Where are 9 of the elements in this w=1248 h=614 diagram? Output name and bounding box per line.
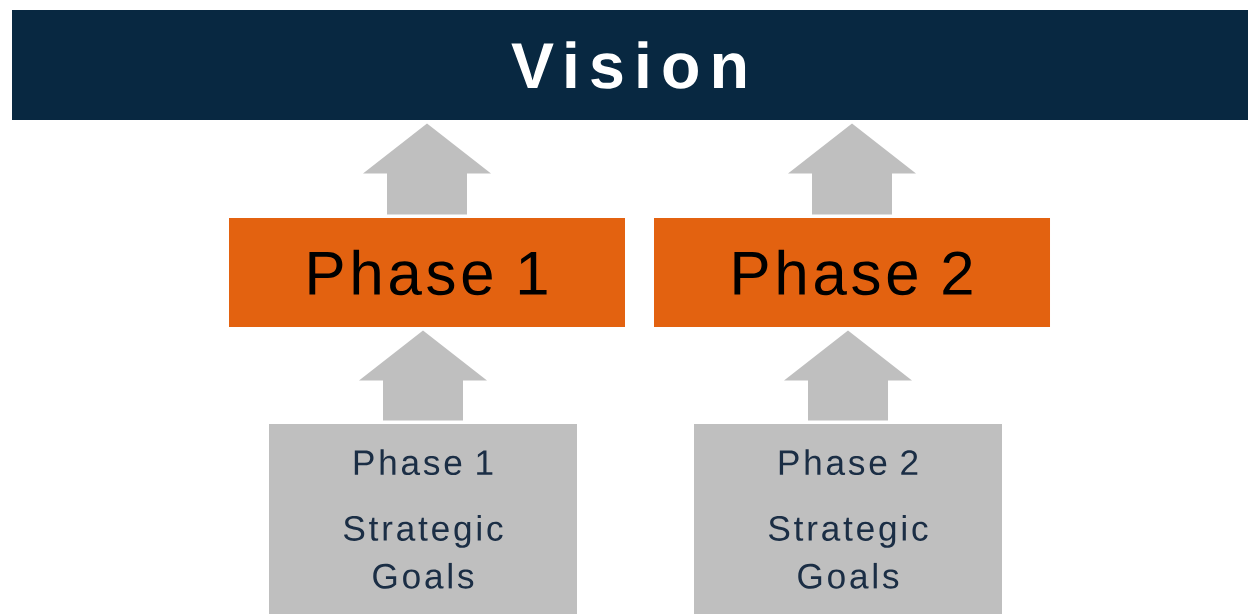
phase-box: Phase 2 (654, 218, 1050, 327)
goal-box: Phase 2 Strategic Goals (694, 424, 1002, 614)
block-arrow (784, 330, 912, 421)
phase-box: Phase 1 (229, 218, 625, 327)
block-arrow (359, 330, 487, 421)
goal-box: Phase 1 Strategic Goals (269, 424, 577, 614)
block-arrow (788, 123, 916, 215)
block-arrow (363, 123, 491, 215)
vision-banner: Vision (12, 10, 1248, 120)
